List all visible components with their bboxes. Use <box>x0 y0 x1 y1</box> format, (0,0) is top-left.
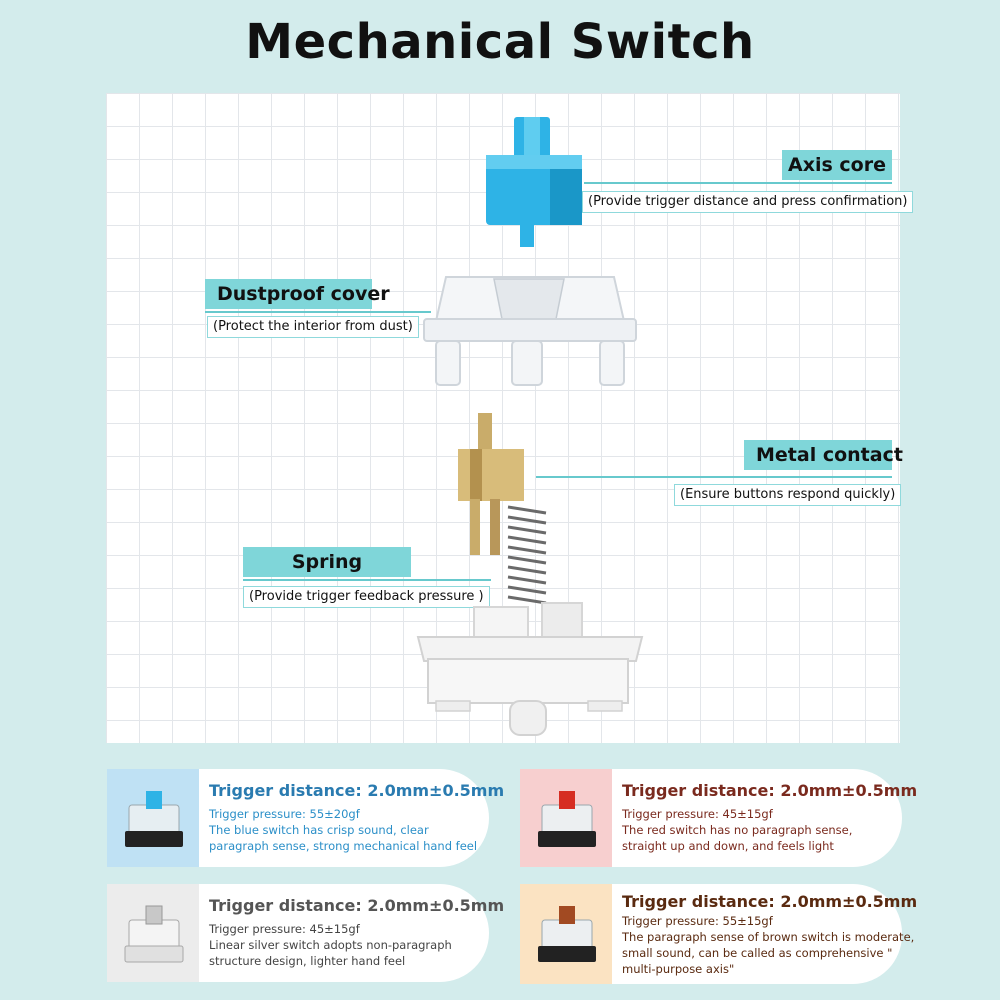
silver-switch-line-3: structure design, lighter hand feel <box>209 954 406 968</box>
dustproof-cover-line <box>205 311 431 313</box>
axis-core-title: Axis core <box>788 154 886 176</box>
brown-switch-icon <box>538 906 596 962</box>
blue-switch-head: Trigger distance: 2.0mm±0.5mm <box>209 781 505 800</box>
silver-switch-thumb <box>107 884 199 982</box>
red-switch-line-2: The red switch has no paragraph sense, <box>622 823 853 837</box>
red-switch-line-3: straight up and down, and feels light <box>622 839 834 853</box>
blue-switch-line-3: paragraph sense, strong mechanical hand … <box>209 839 478 853</box>
spring-line <box>243 579 491 581</box>
blue-switch-line-1: Trigger pressure: 55±20gf <box>209 807 360 821</box>
metal-contact-title: Metal contact <box>756 444 903 466</box>
blue-switch-icon <box>125 791 183 847</box>
brown-switch-line-1: Trigger pressure: 55±15gf <box>622 914 773 928</box>
silver-switch-head: Trigger distance: 2.0mm±0.5mm <box>209 896 505 915</box>
blue-switch-line-2: The blue switch has crisp sound, clear <box>209 823 429 837</box>
spring <box>507 505 547 605</box>
dustproof-cover-title: Dustproof cover <box>217 283 390 305</box>
page-title: Mechanical Switch <box>245 14 755 70</box>
metal-contact-line <box>536 476 892 478</box>
axis-core-label: Axis core <box>782 150 892 180</box>
silver-switch-line-1: Trigger pressure: 45±15gf <box>209 922 360 936</box>
exploded-switch-diagram: Axis core (Provide trigger distance and … <box>106 93 914 743</box>
silver-switch-icon <box>124 905 184 963</box>
metal-contact-desc: (Ensure buttons respond quickly) <box>674 484 902 506</box>
axis-core-line <box>584 182 892 184</box>
brown-switch-line-4: multi-purpose axis" <box>622 962 735 976</box>
brown-switch-line-2: The paragraph sense of brown switch is m… <box>622 930 915 944</box>
silver-switch-line-2: Linear silver switch adopts non-paragrap… <box>209 938 452 952</box>
brown-switch-head: Trigger distance: 2.0mm±0.5mm <box>622 892 918 911</box>
blue-switch-thumb <box>107 769 199 867</box>
axis-core-desc: (Provide trigger distance and press conf… <box>582 191 914 213</box>
red-switch-thumb <box>520 769 612 867</box>
dustproof-cover <box>423 276 637 386</box>
brown-switch-card: Trigger distance: 2.0mm±0.5mm Trigger pr… <box>520 884 917 984</box>
spring-label: Spring <box>243 547 411 577</box>
metal-contact-label: Metal contact <box>744 440 903 470</box>
blue-switch-card: Trigger distance: 2.0mm±0.5mm Trigger pr… <box>107 769 504 867</box>
silver-switch-card: Trigger distance: 2.0mm±0.5mm Trigger pr… <box>107 884 504 982</box>
axis-core-stem <box>486 117 582 247</box>
spring-title: Spring <box>291 551 363 573</box>
brown-switch-line-3: small sound, can be called as comprehens… <box>622 946 893 960</box>
dustproof-cover-label: Dustproof cover <box>205 279 390 309</box>
brown-switch-thumb <box>520 884 612 984</box>
metal-contact <box>458 413 524 555</box>
red-switch-head: Trigger distance: 2.0mm±0.5mm <box>622 781 918 800</box>
dustproof-cover-desc: (Protect the interior from dust) <box>207 316 419 338</box>
spring-desc: (Provide trigger feedback pressure ) <box>243 586 490 608</box>
base-housing <box>416 602 644 736</box>
red-switch-line-1: Trigger pressure: 45±15gf <box>622 807 773 821</box>
red-switch-card: Trigger distance: 2.0mm±0.5mm Trigger pr… <box>520 769 917 867</box>
red-switch-icon <box>538 791 596 847</box>
